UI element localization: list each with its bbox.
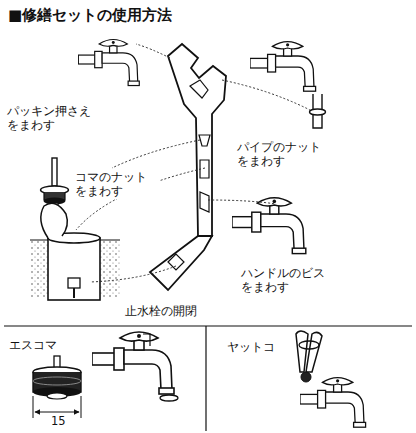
dimension-line [81,396,82,418]
koma-valve [52,158,57,186]
leader-line [208,200,276,204]
callout-label: ハンドルのビス をまわす [240,266,346,295]
faucet-esukoma [143,334,150,346]
separator-line [4,326,412,431]
faucet-esukoma [160,395,178,401]
wrench [190,80,208,98]
yattoko-tongs [296,331,308,372]
yattoko-tongs [306,332,322,372]
esukoma-part [33,356,81,399]
wrench [150,236,212,290]
faucet-pipe-nut [250,42,316,92]
callout-label: パッキン押さえ をまわす [6,104,104,133]
part-name: エスコマ [8,338,58,352]
stopcock-box [48,238,100,300]
wrench [200,160,209,178]
yattoko-tongs [296,331,322,382]
wrench [150,44,226,290]
faucet-handle-screw [232,198,306,254]
faucet-yattoko [300,378,366,428]
callout-label: パイプのナット をまわす [236,140,334,169]
part-name: ヤットコ [226,340,276,354]
wrench [200,192,209,212]
wrench [168,44,226,236]
dimension-line [35,412,79,413]
stopcock-box [30,203,120,300]
leader-line [112,140,200,168]
title: ■修繕セットの使用方法 [8,6,172,25]
dimension-line [33,396,34,418]
stopcock-box [68,278,80,288]
stopcock-box [73,288,75,298]
wrench [199,135,210,146]
faucet-handle-screw [232,198,306,254]
faucet-yattoko [300,378,366,428]
faucet-pipe-nut [310,109,326,115]
yattoko-tongs [301,372,311,382]
faucet-esukoma [92,332,178,401]
faucet-packing [78,39,139,85]
callout-label: 止水栓の開閉 [124,304,198,318]
dimension-value: 15 [50,414,67,428]
esukoma-part [33,377,81,385]
callout-label: コマのナット をまわす [74,170,160,199]
leader-line [136,44,170,58]
stopcock-box [41,203,68,238]
leader-line [90,266,176,282]
yattoko-tongs [299,341,319,349]
leader-line [222,80,310,110]
faucet-esukoma [92,332,174,394]
faucet-packing [78,39,139,85]
esukoma-part [47,393,67,399]
separator-line [4,325,412,326]
separator-line [205,326,206,431]
faucet-pipe-nut [250,42,326,128]
